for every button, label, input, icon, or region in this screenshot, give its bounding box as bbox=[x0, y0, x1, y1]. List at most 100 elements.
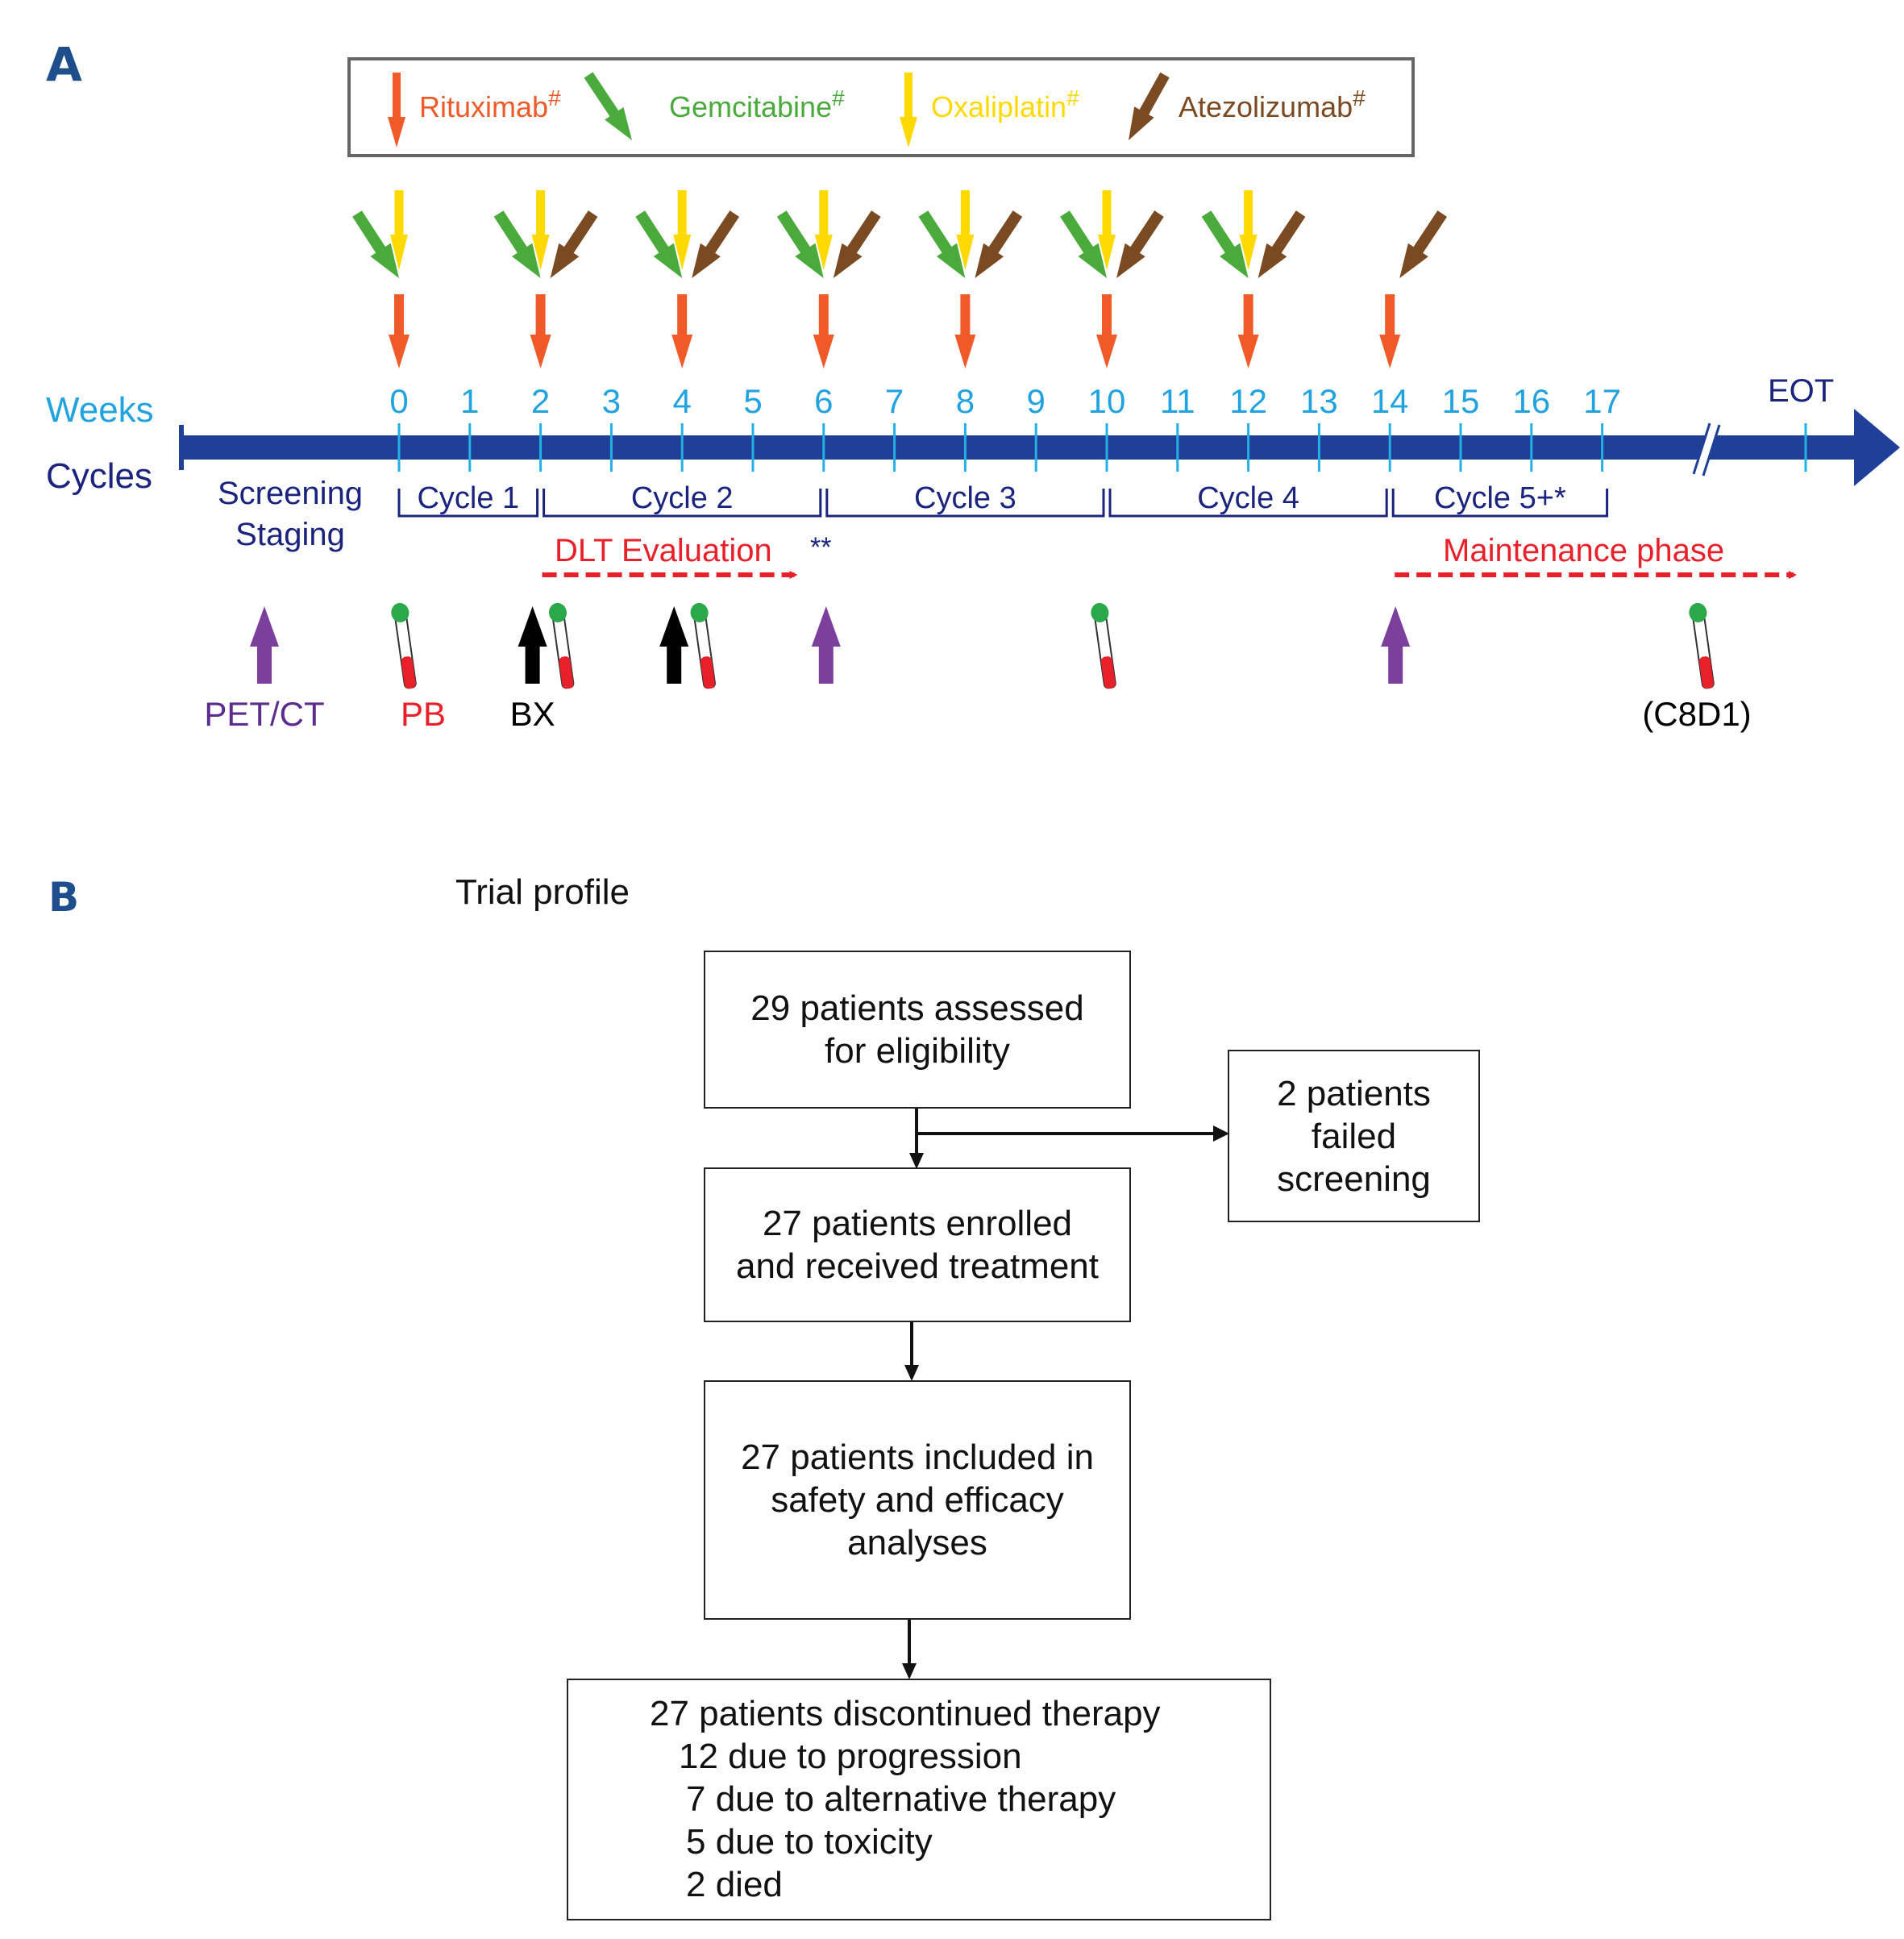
oxaliplatin-arrow-icon bbox=[673, 190, 692, 270]
gemcitabine-arrow-icon bbox=[493, 210, 541, 278]
arrow-diagonal-right-icon bbox=[584, 72, 632, 140]
week-label: 11 bbox=[1160, 382, 1195, 420]
dose-arrows bbox=[352, 190, 1447, 368]
atezolizumab-arrow-icon bbox=[833, 210, 881, 278]
week-label: 16 bbox=[1512, 382, 1550, 420]
rituximab-arrow-icon bbox=[1237, 294, 1259, 368]
dose-week-12 bbox=[1201, 190, 1306, 368]
trial-profile-title: Trial profile bbox=[455, 872, 630, 912]
legend-frame bbox=[347, 57, 1415, 157]
panel-b-label: B bbox=[48, 874, 79, 921]
bracket-line bbox=[1108, 489, 1388, 518]
dose-week-4 bbox=[635, 190, 739, 368]
legend-label: Atezolizumab# bbox=[1179, 85, 1366, 123]
cycle-bracket: Cycle 5+* bbox=[1391, 481, 1609, 518]
pet-ct-arrow-icon bbox=[811, 606, 841, 684]
oxaliplatin-arrow-icon bbox=[1239, 190, 1258, 270]
assessment-pet-ct bbox=[1381, 606, 1411, 684]
biopsy-arrow-icon bbox=[518, 606, 547, 684]
blood-tube-icon bbox=[1091, 602, 1116, 689]
week-label: 10 bbox=[1088, 382, 1126, 420]
week-label: 12 bbox=[1229, 382, 1267, 420]
gemcitabine-arrow-icon bbox=[776, 210, 824, 278]
gemcitabine-arrow-icon bbox=[352, 210, 399, 278]
week-label: 4 bbox=[673, 382, 692, 420]
discontinued-reason: 12 due to progression bbox=[679, 1737, 1022, 1776]
arrowhead-enrolled bbox=[909, 1153, 924, 1169]
box-analyzed: 27 patients included in safety and effic… bbox=[704, 1380, 1131, 1620]
legend-label: Rituximab# bbox=[419, 85, 561, 123]
rituximab-arrow-icon bbox=[1379, 294, 1401, 368]
box-assessed: 29 patients assessed for eligibility bbox=[704, 951, 1131, 1109]
assessment-pet-ct: PET/CT bbox=[204, 606, 325, 733]
week-label: 6 bbox=[814, 382, 833, 420]
double-star-note: ** bbox=[810, 532, 831, 563]
dose-week-10 bbox=[1060, 190, 1164, 368]
week-label: 5 bbox=[743, 382, 762, 420]
dlt-evaluation-label: DLT Evaluation bbox=[555, 533, 772, 568]
legend: Rituximab# Gemcitabine# Oxaliplatin# Atezol… bbox=[347, 57, 1415, 157]
arrowhead-discontinued bbox=[902, 1663, 917, 1679]
axis-break-mark bbox=[1702, 424, 1721, 476]
legend-item-atezolizumab: Atezolizumab# bbox=[1129, 72, 1366, 140]
arrowhead-analyzed bbox=[904, 1365, 919, 1381]
tube-blood bbox=[1698, 656, 1714, 689]
bracket-line bbox=[397, 489, 539, 518]
box-discontinued: 27 patients discontinued therapy 12 due … bbox=[567, 1679, 1271, 1920]
assessment-blood-tube bbox=[1091, 602, 1116, 689]
tube-blood bbox=[1100, 656, 1116, 689]
assessments: PET/CT PB BX (C8D1) bbox=[204, 602, 1752, 733]
tube-blood bbox=[401, 656, 416, 689]
tube-blood bbox=[700, 656, 715, 689]
box-enrolled: 27 patients enrolled and received treatm… bbox=[704, 1167, 1131, 1322]
assessment-blood-tube: PB bbox=[391, 602, 446, 733]
arrowhead-failed bbox=[1213, 1126, 1229, 1142]
box-analyzed-text: 27 patients included in safety and effic… bbox=[741, 1438, 1094, 1562]
oxaliplatin-arrow-icon bbox=[814, 190, 833, 270]
cycle-label: Cycle 1 bbox=[417, 481, 519, 515]
rituximab-arrow-icon bbox=[671, 294, 693, 368]
maintenance-phase-label: Maintenance phase bbox=[1443, 533, 1724, 568]
legend-item-rituximab: Rituximab# bbox=[388, 73, 561, 148]
week-label: 2 bbox=[531, 382, 550, 420]
flowchart-connectors bbox=[902, 1107, 1229, 1679]
week-label: 17 bbox=[1583, 382, 1621, 420]
axis-bar bbox=[181, 435, 1858, 460]
blood-tube-icon bbox=[391, 602, 417, 689]
assessment-pet-ct bbox=[811, 606, 841, 684]
dose-week-14 bbox=[1379, 210, 1447, 368]
legend-label: Gemcitabine# bbox=[669, 85, 845, 123]
blood-tube-icon bbox=[690, 602, 716, 689]
week-label: 14 bbox=[1371, 382, 1409, 420]
biopsy-arrow-icon bbox=[659, 606, 689, 684]
assessment-biopsy-and-blood bbox=[659, 602, 716, 689]
tube-cap bbox=[1689, 602, 1707, 622]
cycle-label: Cycle 5+* bbox=[1434, 481, 1566, 515]
tube-cap bbox=[391, 602, 409, 622]
bracket-line bbox=[825, 489, 1105, 518]
dose-week-0 bbox=[352, 190, 409, 368]
legend-label: Oxaliplatin# bbox=[931, 85, 1079, 123]
box-assessed-text: 29 patients assessed for eligibility bbox=[750, 988, 1084, 1071]
week-label: 8 bbox=[956, 382, 975, 420]
tube-blood bbox=[559, 656, 574, 689]
box-failed-text: 2 patients failed screening bbox=[1277, 1073, 1431, 1199]
oxaliplatin-arrow-icon bbox=[956, 190, 975, 270]
rituximab-arrow-icon bbox=[813, 294, 834, 368]
cycle-bracket: Cycle 1 bbox=[397, 481, 539, 518]
tube-cap bbox=[548, 602, 567, 622]
arrow-down-icon bbox=[388, 73, 405, 148]
oxaliplatin-arrow-icon bbox=[1098, 190, 1116, 270]
discontinued-reason: 2 died bbox=[686, 1865, 783, 1904]
oxaliplatin-arrow-icon bbox=[531, 190, 550, 270]
assessment-blood-tube: (C8D1) bbox=[1642, 602, 1752, 733]
rituximab-arrow-icon bbox=[1096, 294, 1117, 368]
rituximab-arrow-icon bbox=[954, 294, 976, 368]
dose-week-2 bbox=[493, 190, 598, 368]
assessment-biopsy-and-blood: BX bbox=[510, 602, 575, 733]
panel-a-label: A bbox=[46, 37, 82, 92]
week-label: 3 bbox=[602, 382, 621, 420]
axis-break-gap bbox=[1693, 421, 1720, 476]
